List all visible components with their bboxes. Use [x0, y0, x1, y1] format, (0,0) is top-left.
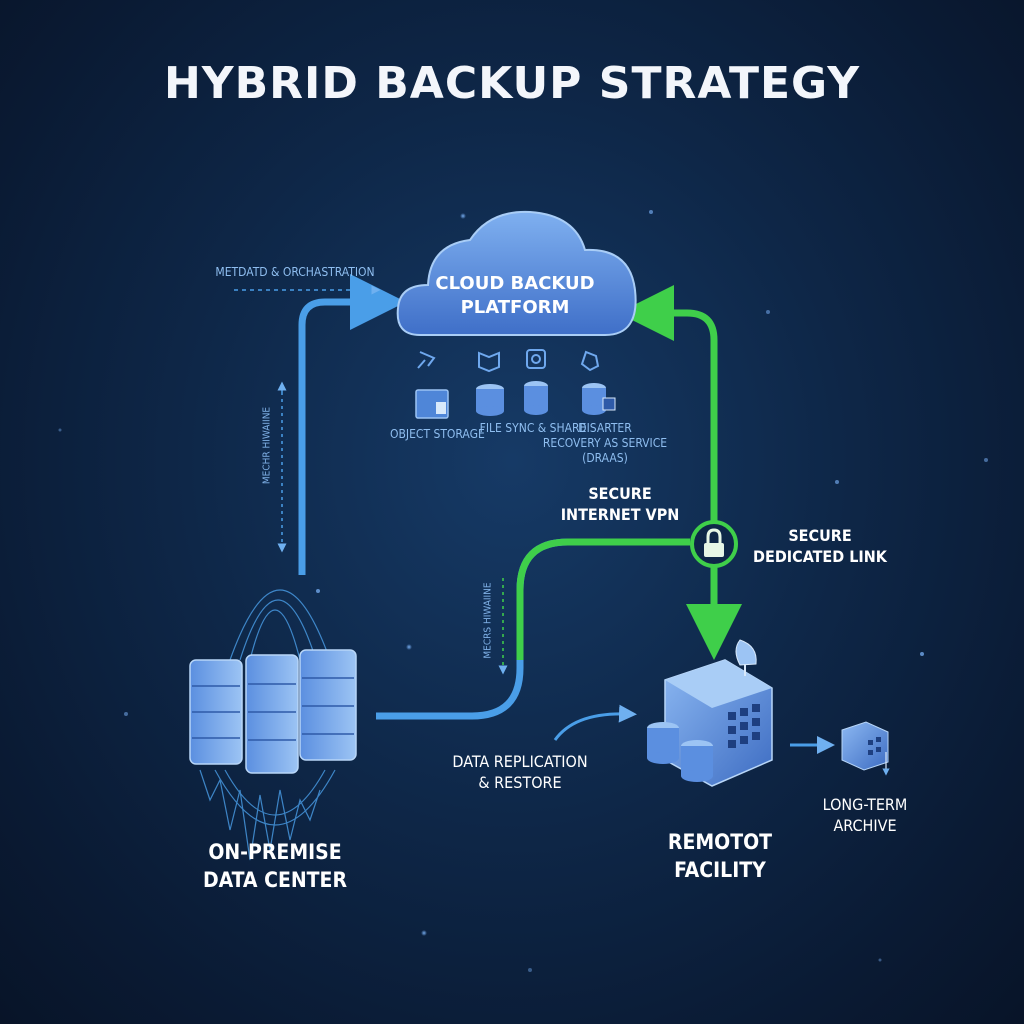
- onprem-vpn-link: [376, 538, 690, 720]
- vpn-green-link: [516, 538, 690, 660]
- cloud-label-line1: CLOUD BACKUD: [435, 273, 595, 294]
- draas-label-line1: DISARTER: [578, 421, 632, 435]
- cloud-label-line2: PLATFORM: [460, 297, 570, 318]
- vertical-label-left: MECHR HIWAIINE: [261, 406, 273, 485]
- remote-label-line1: REMOTOT: [667, 830, 773, 854]
- archive-label-line2: ARCHIVE: [833, 816, 897, 835]
- onprem-cloud-link: [298, 274, 406, 575]
- onprem-label-line2: DATA CENTER: [202, 868, 348, 892]
- cloud-icon: [396, 210, 637, 336]
- replication-arrow: [553, 704, 637, 741]
- replication-label-line1: DATA REPLICATION: [452, 752, 588, 771]
- cloud-platform-label: CLOUD BACKUD PLATFORM: [415, 272, 615, 320]
- draas-label-line3: (DRAAS): [582, 451, 628, 465]
- page-title: HYBRID BACKUP STRATEGY: [163, 58, 861, 109]
- service-icons-bottom: [415, 381, 616, 419]
- remote-facility-icon: [647, 639, 773, 787]
- replication-label: DATA REPLICATION & RESTORE: [440, 751, 600, 793]
- dedicated-label-line1: SECURE: [788, 526, 852, 545]
- draas-label-line2: RECOVERY AS SERVICE: [542, 436, 668, 450]
- onprem-servers-icon: [189, 589, 357, 861]
- vpn-label-line1: SECURE: [588, 484, 652, 503]
- remote-label-line2: FACILITY: [674, 858, 766, 882]
- remote-cloud-link: [618, 285, 718, 640]
- service-icons-top: [417, 349, 600, 373]
- object-storage-label: OBJECT STORAGE: [390, 427, 485, 441]
- archive-icon: [841, 721, 890, 776]
- onprem-label-line1: ON-PREMISE: [208, 840, 342, 864]
- dedicated-label-line2: DEDICATED LINK: [753, 547, 887, 566]
- file-sync-label: FILE SYNC & SHARE: [479, 421, 587, 435]
- vpn-label-line2: INTERNET VPN: [560, 505, 680, 524]
- archive-label: LONG-TERM ARCHIVE: [800, 794, 930, 836]
- replication-label-line2: & RESTORE: [478, 773, 562, 792]
- vpn-label: SECURE INTERNET VPN: [540, 483, 700, 525]
- metadata-label: METDATD & ORCHASTRATION: [215, 265, 375, 279]
- background-particles: [58, 210, 988, 972]
- archive-label-line1: LONG-TERM: [822, 795, 908, 814]
- onprem-label: ON-PREMISE DATA CENTER: [185, 838, 365, 894]
- dedicated-link-label: SECURE DEDICATED LINK: [750, 525, 890, 567]
- vertical-label-mid: MECRS HIWAIINE: [482, 582, 494, 659]
- draas-label: DISARTER RECOVERY AS SERVICE (DRAAS): [540, 421, 670, 466]
- remote-facility-label: REMOTOT FACILITY: [630, 828, 810, 884]
- lock-icon: [690, 520, 738, 568]
